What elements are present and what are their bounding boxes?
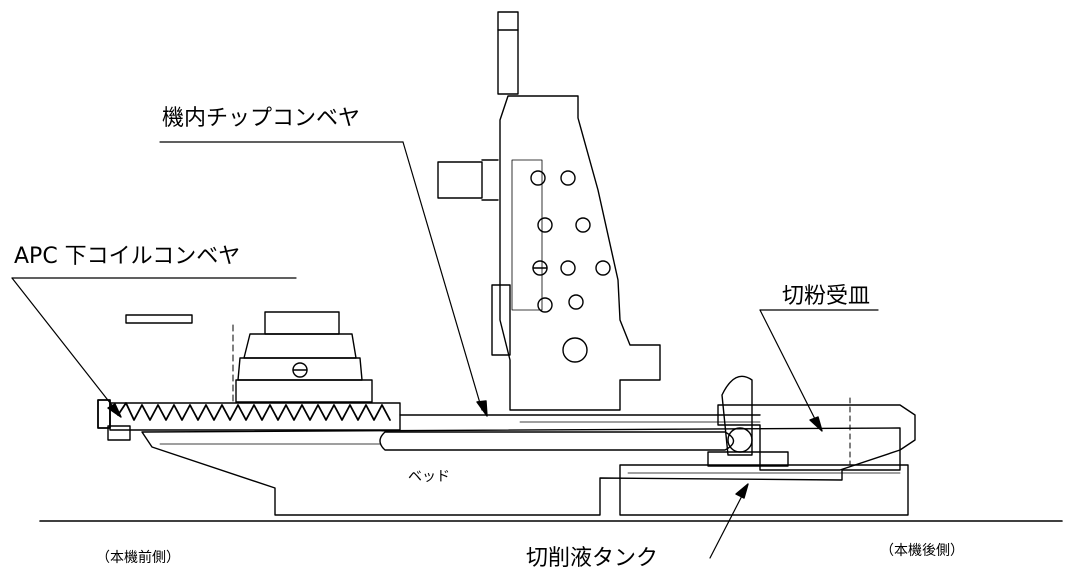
- conveyor-end-plate: [97, 399, 111, 429]
- leader-coolant-tank: [709, 489, 746, 559]
- leader-lines: [11, 141, 879, 559]
- chip-tray: [717, 397, 916, 471]
- label-bed: ベッド: [408, 469, 450, 485]
- label-apc-coil-conveyor: APC 下コイルコンベヤ: [14, 244, 241, 269]
- coolant-tank: [619, 451, 909, 516]
- apc-coil-conveyor: [97, 399, 401, 441]
- arrowhead-inner-chip-conveyor: [476, 400, 488, 417]
- machine-column: [437, 11, 661, 411]
- arrowhead-apc-coil-conveyor: [107, 403, 122, 418]
- pallet-table: [125, 311, 373, 406]
- label-machine-front: （本機前側）: [96, 550, 180, 566]
- inner-chip-conveyor: [379, 414, 761, 451]
- label-coolant-tank: 切削液タンク: [526, 546, 659, 571]
- bed-outline: [141, 427, 901, 516]
- conveyor-foot: [107, 425, 131, 441]
- arrowhead-chip-tray: [809, 416, 823, 432]
- label-machine-rear: （本機後側）: [880, 543, 964, 559]
- arrowhead-coolant-tank: [735, 483, 749, 499]
- conveyor-body: [109, 402, 401, 431]
- coil-spring: [117, 402, 391, 421]
- label-inner-chip-conveyor: 機内チップコンベヤ: [162, 106, 361, 131]
- label-chip-tray: 切粉受皿: [782, 284, 871, 309]
